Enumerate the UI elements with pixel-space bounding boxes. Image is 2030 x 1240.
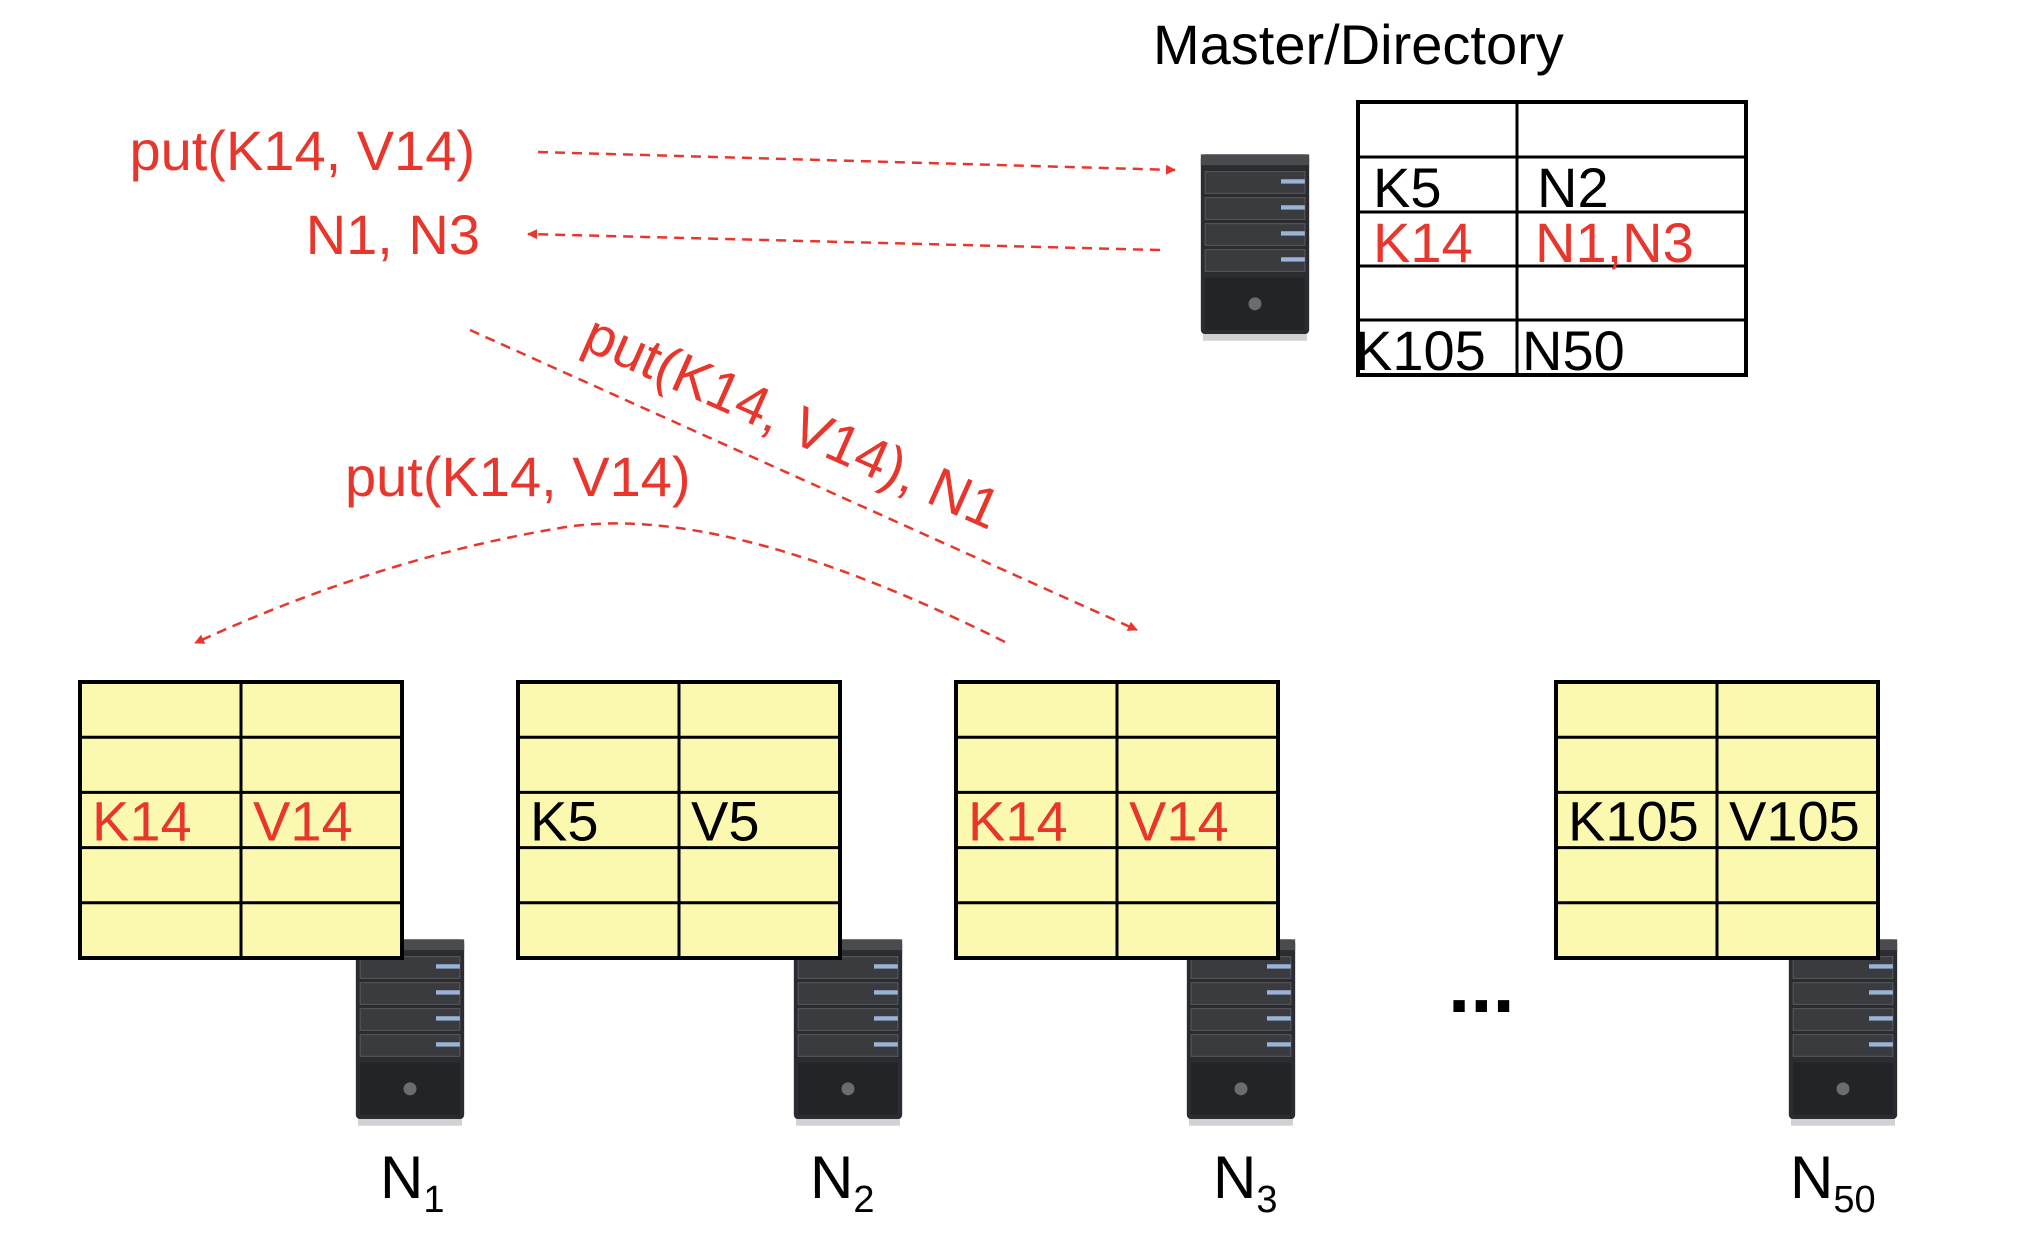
client-put-label: put(K14, V14) — [129, 119, 475, 182]
node-n1-label: N1 — [380, 1144, 444, 1221]
node-n1-server-icon — [355, 938, 465, 1127]
master-row-1-key: K5 — [1373, 156, 1442, 219]
node-n2-server-icon — [793, 938, 903, 1127]
n3-to-n1-arrow — [194, 522, 1006, 645]
client-to-master-arrow — [537, 150, 1176, 175]
node-n2-key: K5 — [530, 789, 599, 852]
node-n1-value: V14 — [253, 789, 353, 852]
node-n2-value: V5 — [691, 789, 760, 852]
node-n3-server-icon — [1186, 938, 1296, 1127]
node-n50-value: V105 — [1729, 789, 1860, 852]
master-row-2-node: N1,N3 — [1535, 211, 1694, 274]
node-n2-table: K5 V5 — [516, 680, 842, 960]
master-to-client-arrow — [527, 229, 1161, 252]
master-row-2-key: K14 — [1373, 211, 1473, 274]
ellipsis: ... — [1448, 940, 1515, 1029]
master-row-4-node: N50 — [1522, 319, 1625, 382]
node-n2-label: N2 — [810, 1144, 874, 1221]
node-n50-table: K105 V105 — [1554, 680, 1880, 960]
client-to-n3-arrow — [469, 328, 1138, 632]
master-row-4-key: K105 — [1355, 319, 1486, 382]
node-n1-table: K14 V14 — [78, 680, 404, 960]
master-reply-label: N1, N3 — [306, 203, 480, 266]
node-n3-value: V14 — [1129, 789, 1229, 852]
replicate-to-n1-label: put(K14, V14) — [345, 445, 691, 508]
node-n1-key: K14 — [92, 789, 192, 852]
master-title: Master/Directory — [1153, 13, 1564, 76]
node-n3-label: N3 — [1213, 1144, 1277, 1221]
node-n50-label: N50 — [1790, 1144, 1876, 1221]
master-directory-table: K5 N2 K14 N1,N3 K105 N50 — [1355, 100, 1748, 382]
node-n3-table: K14 V14 — [954, 680, 1280, 960]
node-n50-server-icon — [1788, 938, 1898, 1127]
master-row-1-node: N2 — [1537, 156, 1609, 219]
node-n50-key: K105 — [1568, 789, 1699, 852]
node-n3-key: K14 — [968, 789, 1068, 852]
master-server-icon — [1200, 153, 1310, 342]
